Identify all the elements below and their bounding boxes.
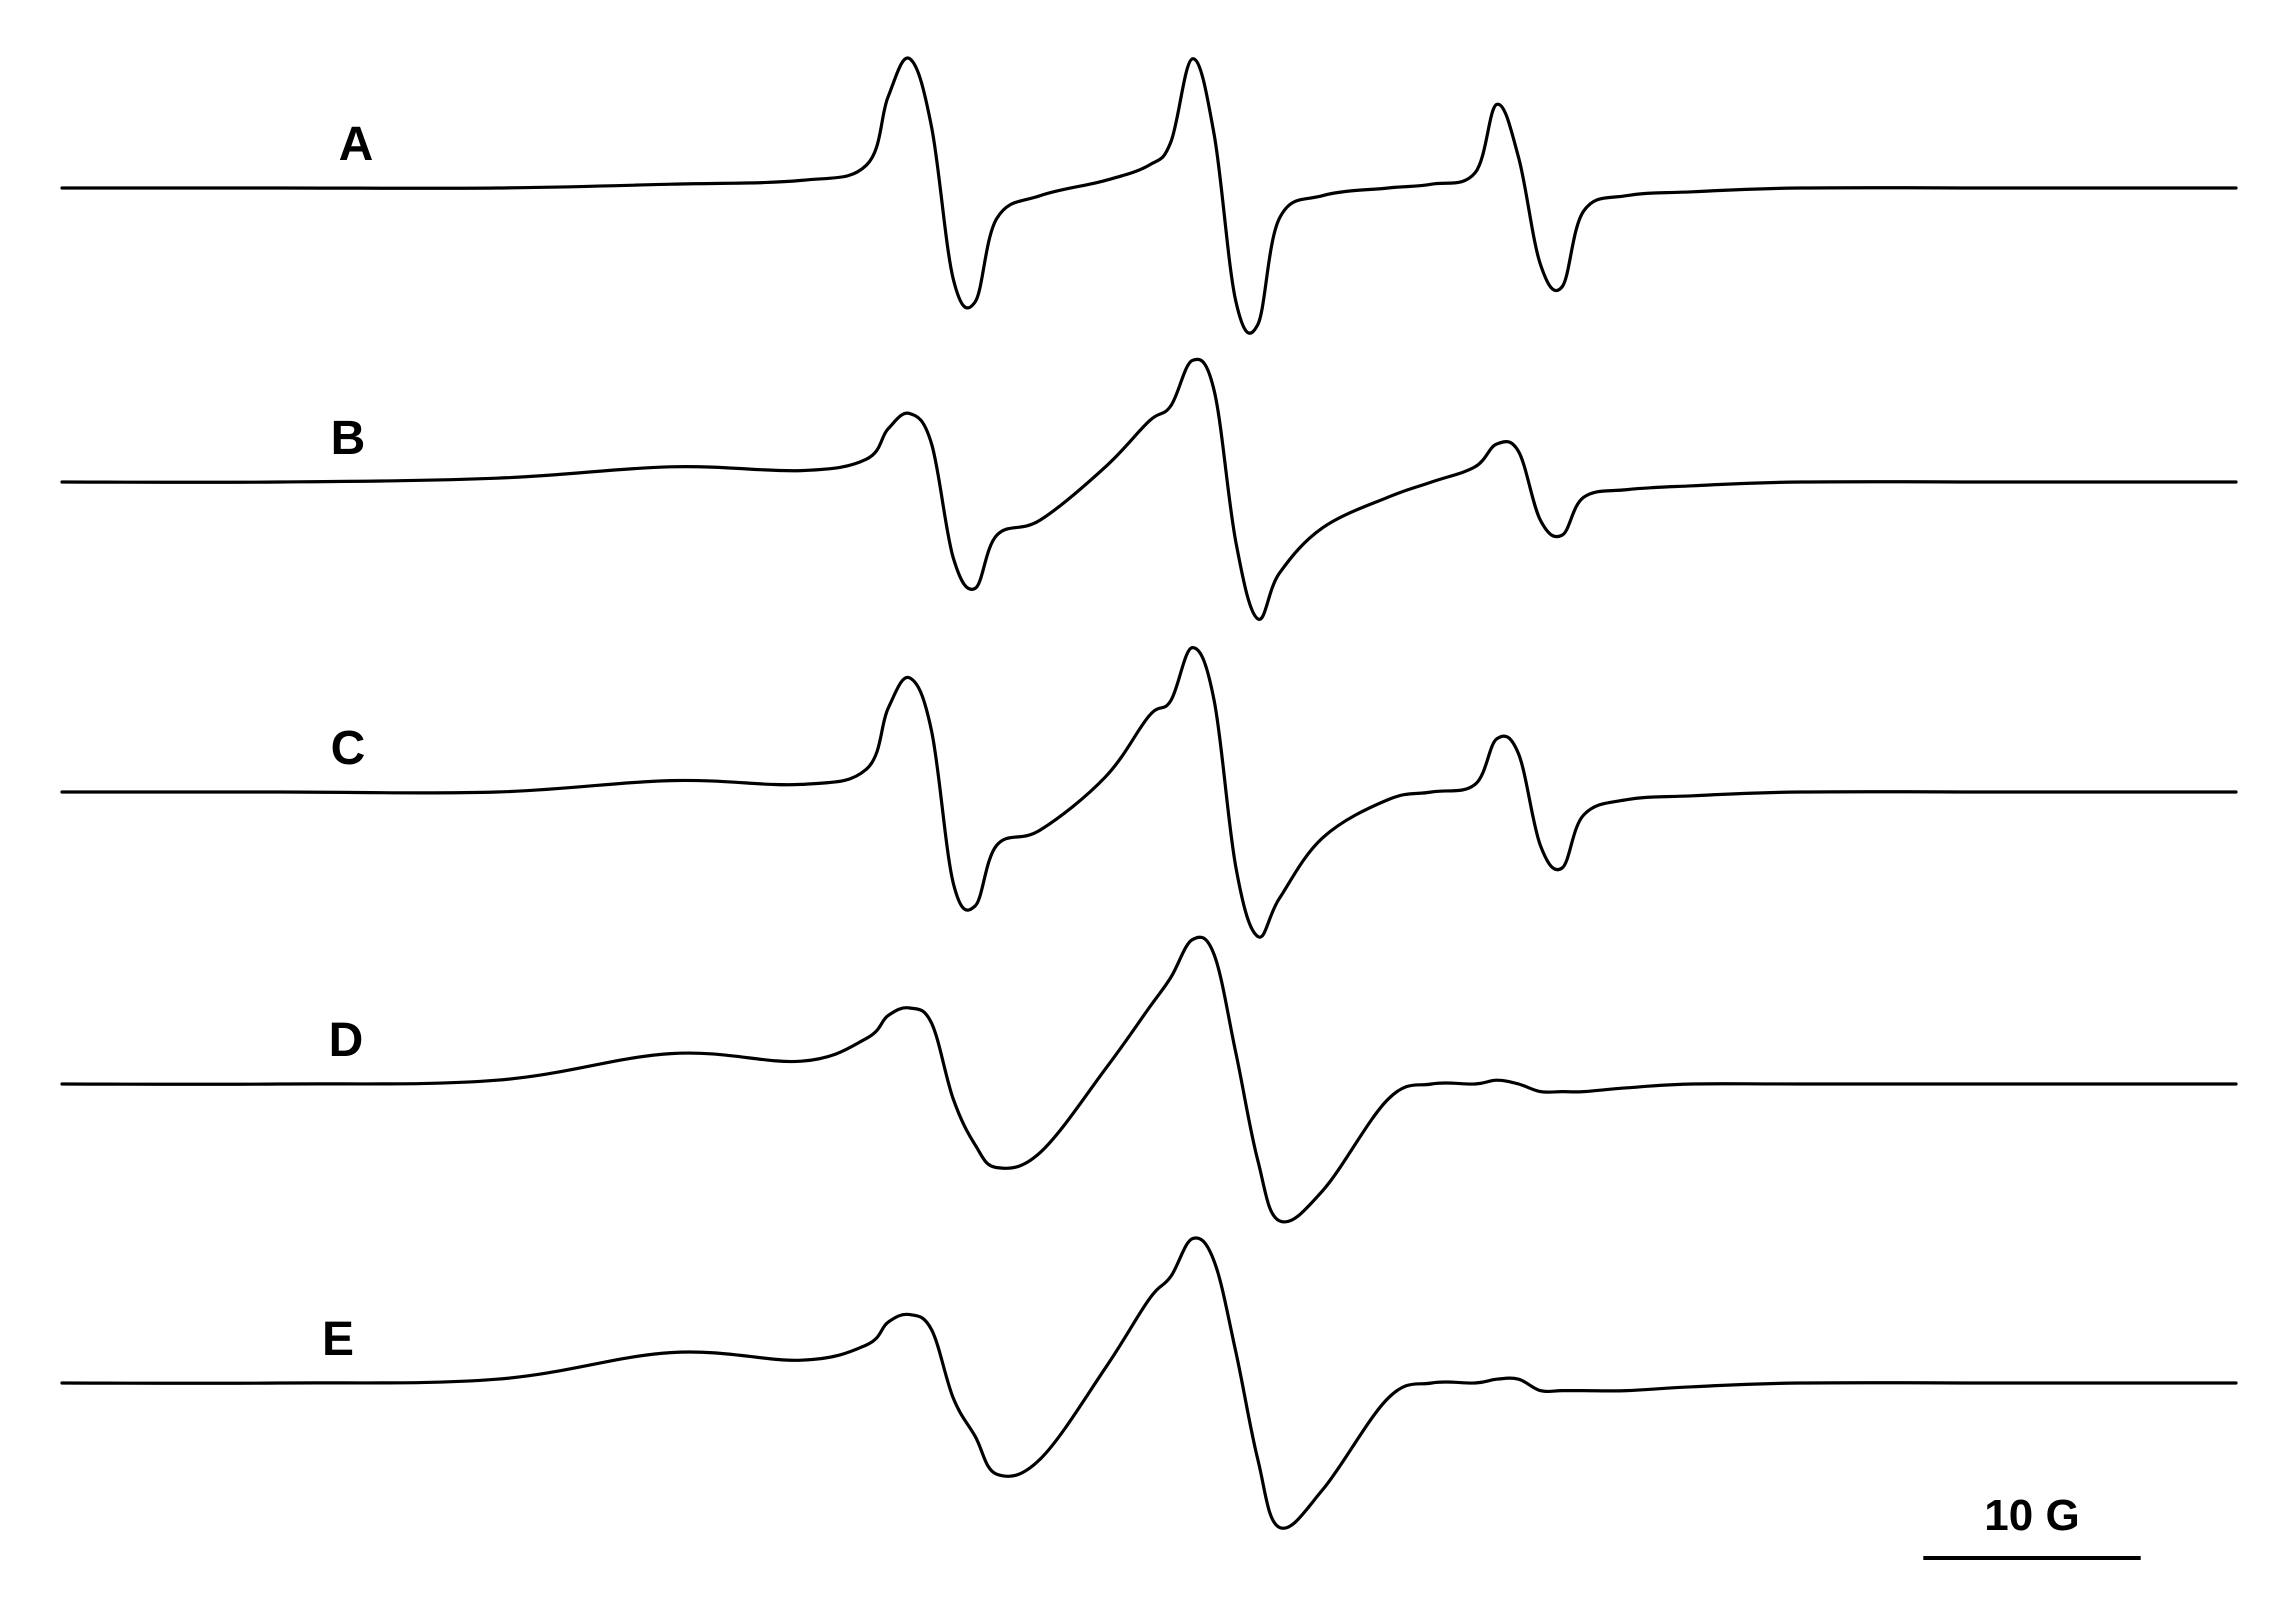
scale-bar-label: 10 G bbox=[1984, 1491, 2079, 1540]
spectrum-trace-c bbox=[60, 646, 2238, 939]
trace-label-e: E bbox=[322, 1313, 354, 1366]
spectrum-trace-a bbox=[60, 56, 2238, 335]
trace-label-b: B bbox=[331, 412, 366, 465]
spectrum-trace-d bbox=[60, 935, 2238, 1224]
spectrum-trace-e bbox=[60, 1236, 2238, 1530]
trace-label-d: D bbox=[329, 1014, 364, 1067]
trace-label-a: A bbox=[339, 118, 374, 171]
scale-bar: 10 G bbox=[1923, 1491, 2141, 1560]
trace-label-c: C bbox=[331, 722, 366, 775]
spectrum-trace-b bbox=[60, 357, 2238, 621]
spectra-traces bbox=[60, 56, 2238, 1530]
trace-labels: A B C D E bbox=[322, 118, 373, 1366]
